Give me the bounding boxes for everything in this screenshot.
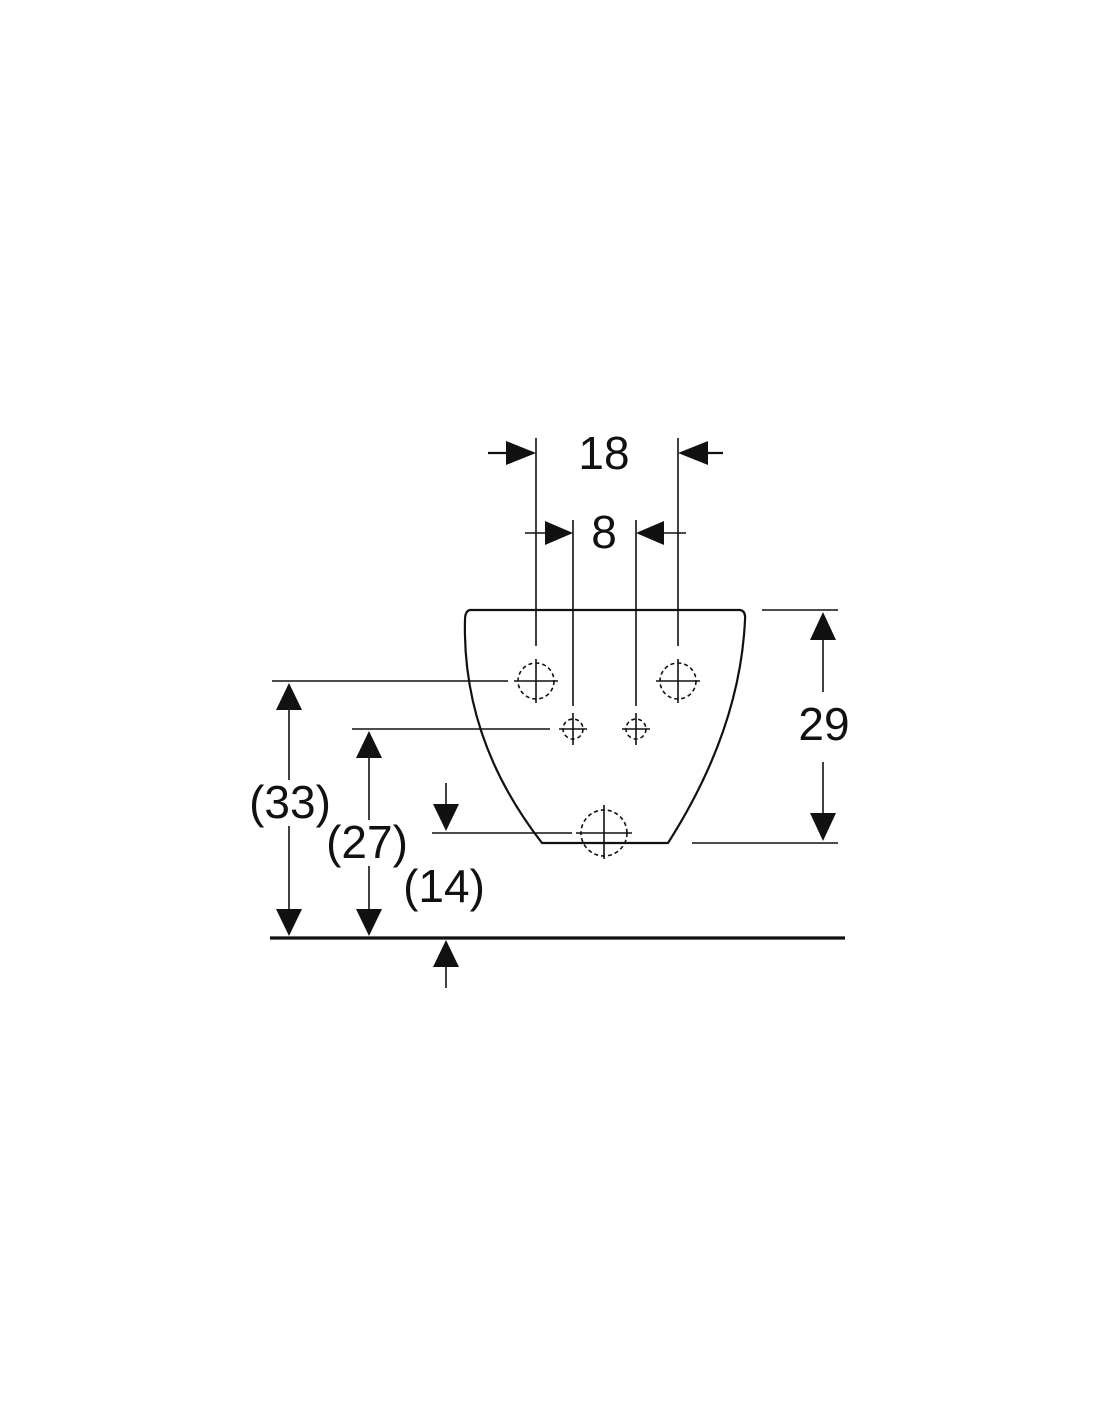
dim-27-arrow-top: [356, 731, 382, 758]
dim-18-arrow-right: [678, 441, 708, 465]
dim-8-arrow-left: [545, 521, 573, 545]
dim-8-arrow-right: [636, 521, 664, 545]
fixing-hole-right: [656, 659, 700, 703]
waste-outlet-hole: [576, 805, 632, 859]
dim-27-label: (27): [326, 816, 408, 868]
fixing-hole-left: [514, 659, 558, 703]
dim-27-arrow-bottom: [356, 909, 382, 936]
dim-29-arrow-top: [810, 612, 836, 640]
dim-33-arrow-top: [276, 683, 302, 710]
dim-8-label: 8: [591, 506, 617, 558]
dim-18-label: 18: [578, 427, 629, 479]
dim-18-arrow-left: [506, 441, 536, 465]
bidet-outline: [463, 608, 747, 845]
dim-33-label: (33): [249, 776, 331, 828]
dim-14-arrow-bottom: [433, 940, 459, 967]
dim-29-arrow-bottom: [810, 813, 836, 841]
dim-14-arrow-top: [433, 804, 459, 831]
dim-29-label: 29: [798, 698, 849, 750]
dim-33-arrow-bottom: [276, 909, 302, 936]
supply-hole-right: [622, 713, 650, 745]
dim-14-label: (14): [403, 860, 485, 912]
supply-hole-left: [559, 713, 587, 745]
